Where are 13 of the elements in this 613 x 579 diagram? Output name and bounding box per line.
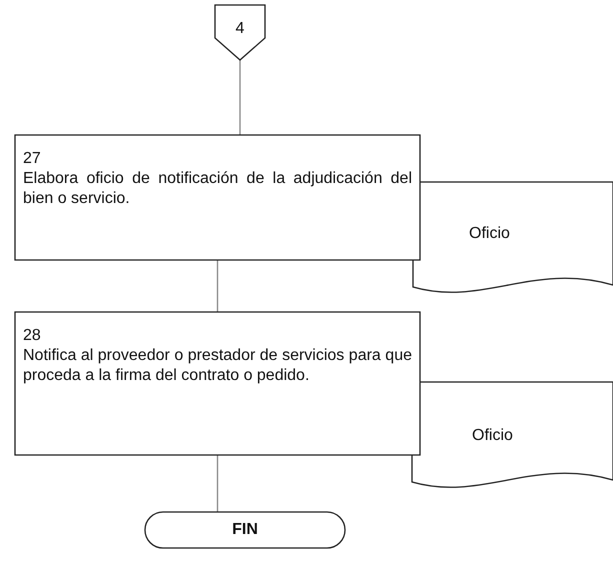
step-number: 27: [23, 149, 42, 169]
step-text: Elabora oficio de notificación de la adjudicación del bien o servicio.: [23, 169, 412, 209]
terminator-shape: [145, 512, 345, 548]
connector-line: [216, 455, 218, 512]
off-page-connector: [215, 5, 265, 60]
step-number: 28: [23, 326, 42, 346]
connector-line: [239, 60, 241, 135]
step-text: Oficio: [472, 426, 514, 446]
step-text: Notifica al proveedor o prestador de servicios para que proceda a la firma del contrato o pedido.: [23, 346, 412, 386]
step-text: Oficio: [469, 224, 511, 244]
step-text: FIN: [231, 520, 259, 540]
step-text: 4: [234, 19, 246, 39]
connector-line: [216, 260, 218, 312]
